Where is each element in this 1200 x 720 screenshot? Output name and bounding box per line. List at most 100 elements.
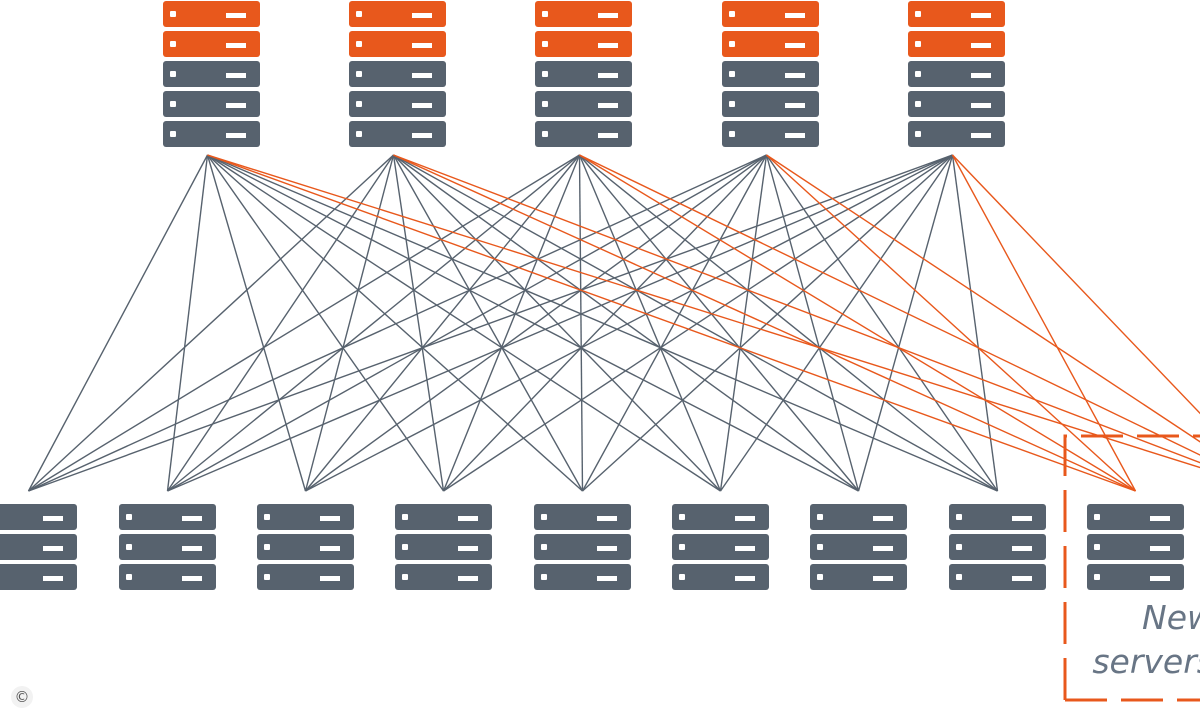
server-unit-body: [908, 61, 1005, 87]
server-unit-body: [949, 534, 1046, 560]
led-icon: [126, 574, 132, 580]
leaf-server: [395, 504, 492, 590]
uplink-line: [207, 154, 583, 492]
server-unit: [534, 504, 631, 530]
server-unit-body: [119, 564, 216, 590]
switch-unit: [722, 91, 819, 117]
switch-unit: [908, 91, 1005, 117]
server-unit-body: [722, 61, 819, 87]
server-unit: [949, 534, 1046, 560]
led-icon: [956, 514, 962, 520]
drive-slot-icon: [412, 43, 432, 48]
uplink-line: [392, 154, 722, 492]
server-unit-body: [722, 121, 819, 147]
led-icon: [541, 514, 547, 520]
led-icon: [356, 71, 362, 77]
drive-slot-icon: [597, 516, 617, 521]
copyright-symbol: ©: [14, 688, 30, 706]
leaf-server: [810, 504, 907, 590]
uplink-line: [167, 154, 953, 492]
led-icon: [915, 11, 921, 17]
server-unit: [0, 504, 77, 530]
new-leaf-server: [1087, 504, 1184, 590]
drive-slot-icon: [785, 103, 805, 108]
uplink-line: [167, 154, 580, 492]
led-icon: [1094, 574, 1100, 580]
server-unit-body: [810, 534, 907, 560]
leaf-server: [257, 504, 354, 590]
server-unit: [810, 564, 907, 590]
switch-unit: [908, 1, 1005, 27]
server-unit: [1087, 564, 1184, 590]
switch-unit: [163, 121, 260, 147]
server-unit: [672, 534, 769, 560]
led-icon: [542, 131, 548, 137]
led-icon: [956, 544, 962, 550]
drive-slot-icon: [226, 133, 246, 138]
uplink-line: [581, 154, 768, 492]
led-icon: [915, 71, 921, 77]
server-unit-body: [534, 534, 631, 560]
uplink-line: [442, 154, 768, 492]
drive-slot-icon: [873, 546, 893, 551]
new-label-line1: New: [1142, 598, 1200, 637]
drive-slot-icon: [458, 576, 478, 581]
server-unit: [1087, 504, 1184, 530]
led-icon: [402, 544, 408, 550]
server-unit-body: [0, 534, 77, 560]
server-unit-body: [349, 61, 446, 87]
drive-slot-icon: [412, 73, 432, 78]
led-icon: [170, 71, 176, 77]
server-unit-body: [257, 534, 354, 560]
server-unit-body: [534, 564, 631, 590]
leaf-server: [534, 504, 631, 590]
server-unit-body: [349, 1, 446, 27]
led-icon: [542, 101, 548, 107]
uplink-line: [27, 154, 209, 492]
drive-slot-icon: [182, 546, 202, 551]
led-icon: [264, 514, 270, 520]
led-icon: [679, 514, 685, 520]
new-servers-label: New servers: [1092, 596, 1200, 684]
uplink-line: [719, 154, 768, 492]
server-unit-body: [395, 534, 492, 560]
drive-slot-icon: [458, 546, 478, 551]
drive-slot-icon: [597, 546, 617, 551]
server-unit-body: [908, 31, 1005, 57]
copyright-icon: ©: [11, 686, 33, 708]
drive-slot-icon: [785, 133, 805, 138]
new-uplink-line: [951, 154, 1200, 415]
led-icon: [729, 131, 735, 137]
server-unit: [0, 564, 77, 590]
server-unit-body: [722, 1, 819, 27]
spine-switch-row: [163, 1, 1005, 147]
drive-slot-icon: [785, 43, 805, 48]
led-icon: [402, 514, 408, 520]
uplink-line: [578, 154, 584, 492]
led-icon: [170, 11, 176, 17]
led-icon: [729, 101, 735, 107]
drive-slot-icon: [597, 576, 617, 581]
server-unit-body: [1087, 504, 1184, 530]
switch-unit: [535, 121, 632, 147]
uplink-line: [765, 154, 999, 492]
server-unit-body: [349, 91, 446, 117]
server-unit-body: [349, 31, 446, 57]
switch-unit: [163, 1, 260, 27]
uplink-line: [206, 154, 307, 492]
new-uplink-line: [951, 154, 1137, 492]
uplink-line: [206, 154, 445, 492]
drive-slot-icon: [1150, 576, 1170, 581]
led-icon: [264, 574, 270, 580]
uplink-line: [304, 154, 395, 492]
drive-slot-icon: [1150, 546, 1170, 551]
switch-unit: [349, 61, 446, 87]
server-unit: [395, 564, 492, 590]
led-icon: [356, 131, 362, 137]
server-unit-body: [395, 564, 492, 590]
new-uplink-line: [393, 154, 1200, 464]
uplink-line: [166, 154, 209, 492]
server-unit-body: [672, 564, 769, 590]
drive-slot-icon: [598, 43, 618, 48]
server-unit-body: [257, 564, 354, 590]
